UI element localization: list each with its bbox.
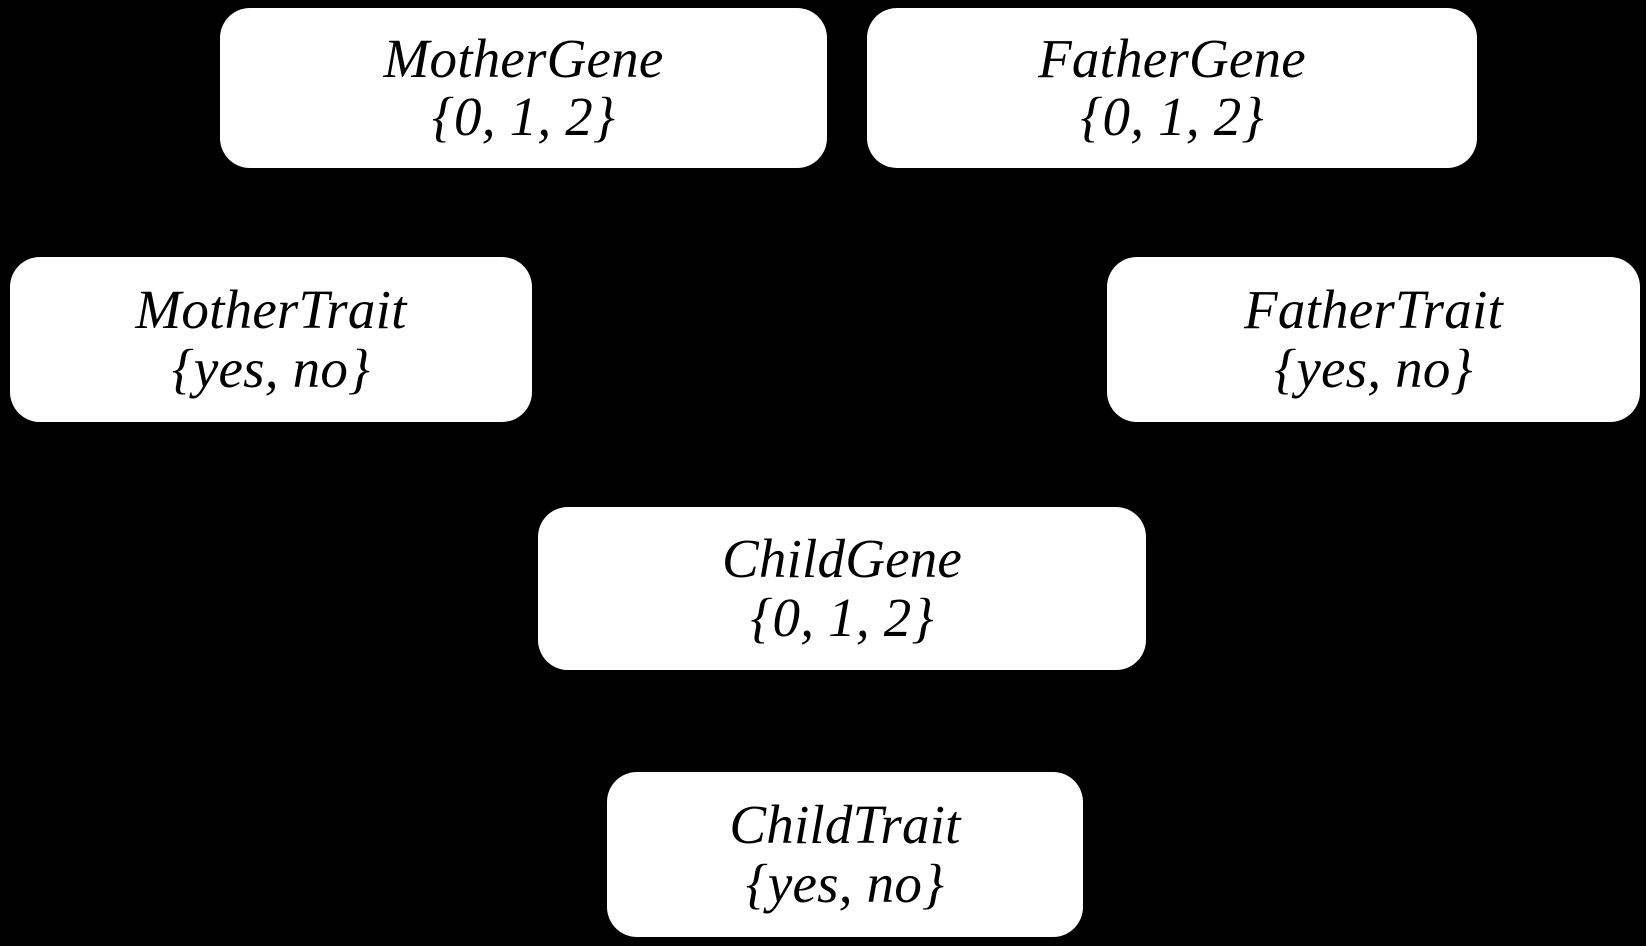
node-father-trait-domain: {yes, no} <box>1274 337 1473 399</box>
node-child-trait[interactable]: ChildTrait {yes, no} <box>607 772 1083 937</box>
node-child-trait-label: ChildTrait <box>729 794 961 856</box>
node-mother-trait-domain: {yes, no} <box>171 337 371 399</box>
node-child-gene-domain: {0, 1, 2} <box>750 586 934 648</box>
node-mother-trait[interactable]: MotherTrait {yes, no} <box>10 257 532 422</box>
node-father-gene-label: FatherGene <box>1038 27 1306 89</box>
node-father-trait-label: FatherTrait <box>1244 279 1503 341</box>
node-father-trait[interactable]: FatherTrait {yes, no} <box>1107 257 1640 422</box>
node-mother-gene-label: MotherGene <box>383 27 664 89</box>
node-child-gene[interactable]: ChildGene {0, 1, 2} <box>538 507 1146 670</box>
node-mother-gene-domain: {0, 1, 2} <box>431 86 616 147</box>
node-mother-trait-label: MotherTrait <box>135 279 407 341</box>
node-child-gene-label: ChildGene <box>721 528 963 590</box>
node-father-gene[interactable]: FatherGene {0, 1, 2} <box>867 8 1477 168</box>
node-father-gene-domain: {0, 1, 2} <box>1080 86 1264 147</box>
node-mother-gene[interactable]: MotherGene {0, 1, 2} <box>220 8 827 168</box>
node-child-trait-domain: {yes, no} <box>745 852 945 914</box>
